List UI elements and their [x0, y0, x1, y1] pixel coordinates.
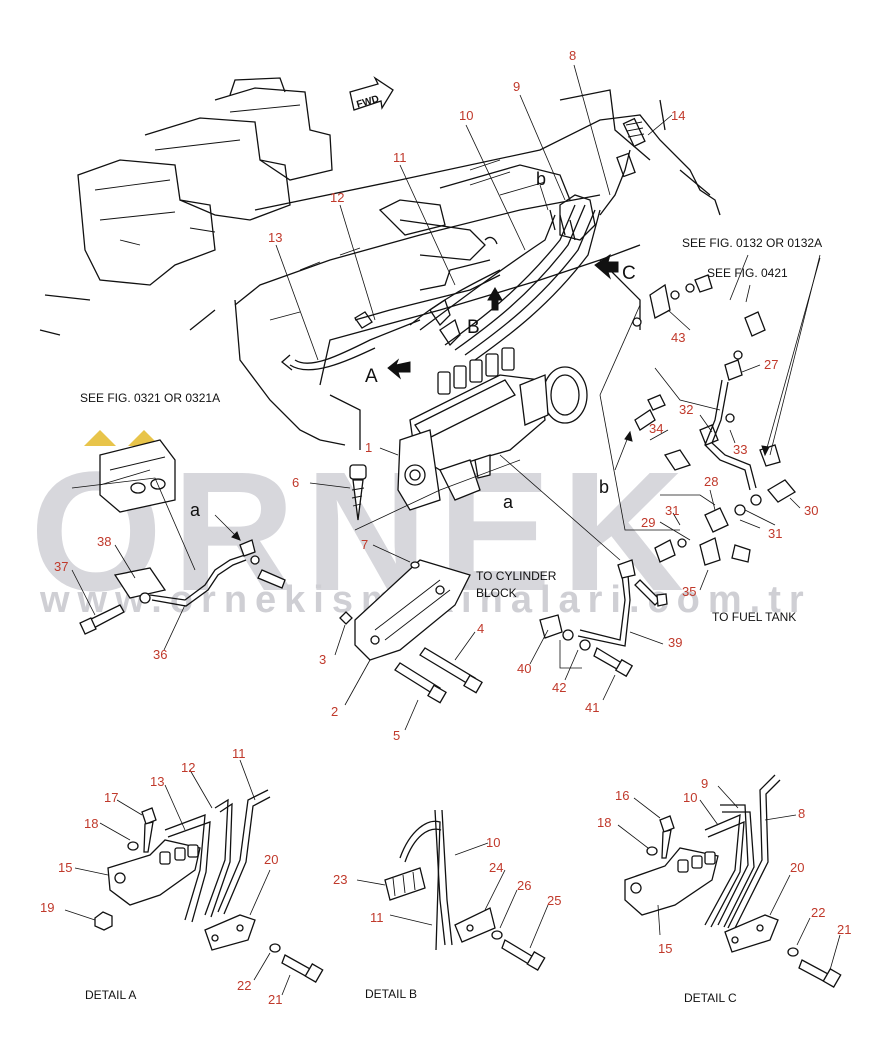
callout: 33: [733, 442, 747, 457]
detail-b: 10 23 24 26 25 11 DETAIL B: [333, 809, 561, 1001]
zone-letter-b-2: b: [599, 477, 609, 497]
callout: 38: [97, 534, 111, 549]
zone-letter-a-2: a: [190, 500, 201, 520]
callout: 43: [671, 330, 685, 345]
note-see-fig-0421: SEE FIG. 0421: [707, 266, 788, 280]
zone-letter-b: b: [536, 169, 546, 189]
callout: 4: [477, 621, 484, 636]
direction-arrows: [387, 253, 619, 380]
note-to-cylinder-1: TO CYLINDER: [476, 569, 557, 583]
callout: 27: [764, 357, 778, 372]
zone-letters: A B C a b a b: [190, 169, 636, 520]
callout: 16: [615, 788, 629, 803]
callout: 10: [459, 108, 473, 123]
detail-b-label: DETAIL B: [365, 987, 417, 1001]
zone-letter-a: a: [503, 492, 514, 512]
callout: 29: [641, 515, 655, 530]
callout: 7: [361, 537, 368, 552]
callout: 35: [682, 584, 696, 599]
callout: 28: [704, 474, 718, 489]
fuel-fittings: [632, 274, 796, 566]
callout: 25: [547, 893, 561, 908]
callout: 13: [268, 230, 282, 245]
detail-a: 17 13 12 11 18 15 19 20 22 21 DETAIL A: [40, 746, 324, 1007]
callout: 21: [268, 992, 282, 1007]
callout: 13: [150, 774, 164, 789]
callout: 2: [331, 704, 338, 719]
callout: 12: [181, 760, 195, 775]
pump-bracket: [339, 464, 483, 704]
callout: 15: [658, 941, 672, 956]
note-to-cylinder-2: BLOCK: [476, 586, 517, 600]
callout: 22: [237, 978, 251, 993]
callout: 5: [393, 728, 400, 743]
callout: 31: [665, 503, 679, 518]
callout: 32: [679, 402, 693, 417]
callout: 20: [790, 860, 804, 875]
callout: 30: [804, 503, 818, 518]
callout: 11: [393, 150, 407, 165]
callout: 39: [668, 635, 682, 650]
callout: 14: [671, 108, 685, 123]
main-callouts: 8 9 10 11 12 13 14 27 43 32 34 33 1 6 28…: [54, 48, 818, 743]
callout: 17: [104, 790, 118, 805]
injection-pump: [397, 347, 588, 511]
watermark-logo-mark: [84, 430, 160, 446]
callout: 9: [701, 776, 708, 791]
callout: 42: [552, 680, 566, 695]
callout: 22: [811, 905, 825, 920]
callout: 21: [837, 922, 851, 937]
callout: 31: [768, 526, 782, 541]
zone-letter-A: A: [365, 366, 378, 387]
left-bracket-assembly: [79, 439, 286, 635]
detail-c: 16 10 9 8 18 20 22 21 15 DETAIL C: [597, 774, 851, 1005]
callout: 20: [264, 852, 278, 867]
callout: 23: [333, 872, 347, 887]
zone-letter-B: B: [467, 317, 480, 338]
note-see-fig-0321: SEE FIG. 0321 OR 0321A: [80, 391, 220, 405]
callout: 9: [513, 79, 520, 94]
callout: 11: [232, 746, 246, 761]
injection-lines: [280, 149, 631, 371]
callout: 1: [365, 440, 372, 455]
callout: 8: [569, 48, 576, 63]
return-pipe-assembly: [539, 559, 668, 678]
callout: 41: [585, 700, 599, 715]
note-to-fuel-tank: TO FUEL TANK: [712, 610, 796, 624]
callout: 10: [486, 835, 500, 850]
callout: 8: [798, 806, 805, 821]
zone-letter-C: C: [622, 263, 636, 284]
fitting-14: [616, 117, 646, 178]
callout: 3: [319, 652, 326, 667]
callout: 11: [370, 910, 384, 925]
callout: 26: [517, 878, 531, 893]
callout: 18: [84, 816, 98, 831]
callout: 15: [58, 860, 72, 875]
callout: 10: [683, 790, 697, 805]
callout: 6: [292, 475, 299, 490]
leader-lines: [71, 64, 821, 731]
fwd-arrow-sign: FWD: [349, 76, 394, 111]
callout: 40: [517, 661, 531, 676]
callout: 37: [54, 559, 68, 574]
detail-c-label: DETAIL C: [684, 991, 737, 1005]
callout: 19: [40, 900, 54, 915]
callout: 18: [597, 815, 611, 830]
callout: 24: [489, 860, 503, 875]
note-see-fig-0132: SEE FIG. 0132 OR 0132A: [682, 236, 822, 250]
callout: 36: [153, 647, 167, 662]
callout: 34: [649, 421, 663, 436]
notes: SEE FIG. 0132 OR 0132A SEE FIG. 0421 SEE…: [80, 236, 822, 624]
detail-a-label: DETAIL A: [85, 988, 136, 1002]
callout: 12: [330, 190, 344, 205]
